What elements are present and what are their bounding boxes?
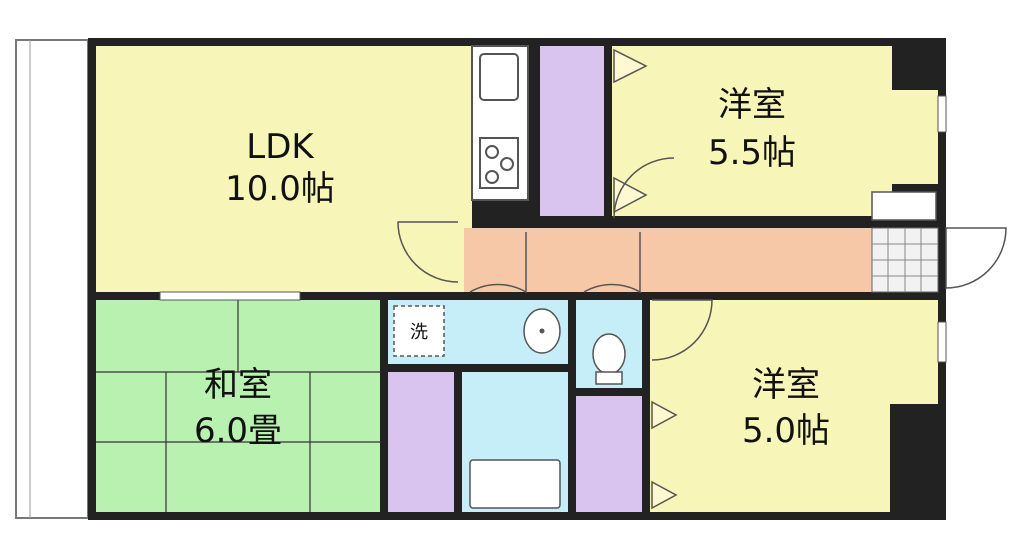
- tatami-lines: [96, 300, 380, 512]
- window: [937, 321, 947, 363]
- closet-lower-left: [388, 372, 454, 512]
- door-swing: [613, 157, 675, 219]
- burner-icon: [485, 170, 499, 184]
- toilet-tank-icon: [595, 371, 623, 385]
- closet-top: [540, 46, 604, 216]
- washer-label: 洗: [410, 322, 428, 343]
- ldk-lower: [96, 222, 458, 292]
- washer-space: [393, 305, 445, 357]
- burner-icon: [500, 157, 514, 171]
- bathtub-icon: [469, 459, 561, 509]
- western-2-size: 5.0帖: [742, 411, 830, 451]
- door-swing: [397, 221, 459, 283]
- western-1-right: [612, 90, 938, 184]
- closet-door-icon: [651, 480, 678, 510]
- japanese-size: 6.0畳: [194, 411, 282, 451]
- burner-icon: [485, 145, 499, 159]
- western-2-name: 洋室: [752, 365, 820, 405]
- ldk-name: LDK: [246, 127, 315, 167]
- drain-icon: [539, 328, 545, 334]
- shoe-storage: [871, 191, 937, 221]
- door-swing: [651, 299, 713, 361]
- sink-icon: [479, 53, 519, 101]
- toilet-icon: [592, 333, 626, 375]
- pillar-top-right: [892, 46, 938, 90]
- door-swing: [469, 232, 527, 294]
- balcony: [15, 39, 89, 519]
- closet-door-icon: [613, 48, 648, 84]
- western-1-size: 5.5帖: [708, 133, 796, 173]
- entrance-door-swing: [945, 227, 1007, 289]
- closet-lower-middle: [576, 396, 642, 512]
- ldk-size: 10.0帖: [225, 169, 335, 209]
- sliding-door: [159, 291, 301, 301]
- pillar-bottom-right: [890, 404, 938, 512]
- hallway: [464, 228, 872, 292]
- closet-door-icon: [651, 400, 678, 430]
- japanese-name: 和室: [204, 365, 272, 405]
- western-1-name: 洋室: [718, 85, 786, 125]
- entrance-tiles: [871, 227, 939, 293]
- window: [937, 95, 947, 133]
- door-swing: [583, 232, 641, 294]
